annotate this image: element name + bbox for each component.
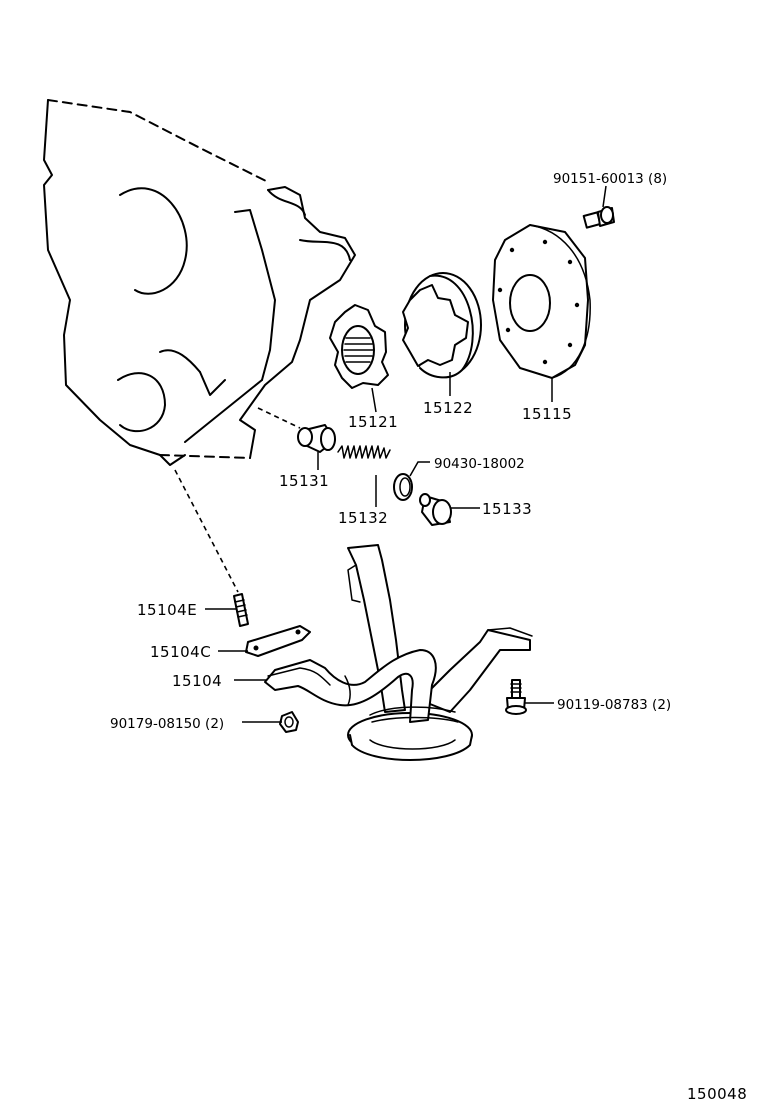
driven-rotor <box>402 272 482 379</box>
label-15131: 15131 <box>279 472 329 490</box>
cover-bolt-holes <box>497 239 580 365</box>
engine-cover-outline <box>43 99 356 466</box>
label-15104: 15104 <box>172 672 222 690</box>
cover-screw <box>582 206 615 229</box>
label-90179-08150: 90179-08150 (2) <box>110 716 224 732</box>
label-15133: 15133 <box>482 500 532 518</box>
label-15104C: 15104C <box>150 643 211 661</box>
label-15121: 15121 <box>348 413 398 431</box>
leader-lines <box>205 185 607 723</box>
stud-bolt <box>233 593 249 627</box>
drive-rotor <box>329 304 389 389</box>
gasket-ring <box>393 473 413 501</box>
label-15115: 15115 <box>522 405 572 423</box>
label-15122: 15122 <box>423 399 473 417</box>
label-90430-18002: 90430-18002 <box>434 456 525 472</box>
bracket-bolt <box>505 679 527 715</box>
pump-cover-plate <box>492 224 591 379</box>
label-15132: 15132 <box>338 509 388 527</box>
strainer-gasket <box>245 625 311 657</box>
relief-alignment-line <box>257 407 301 429</box>
relief-valve <box>297 424 336 453</box>
label-90119-08783: 90119-08783 (2) <box>557 697 671 713</box>
relief-spring <box>337 445 391 459</box>
stud-alignment-line <box>174 469 239 593</box>
oil-strainer <box>264 544 533 761</box>
relief-plug <box>419 493 452 526</box>
diagram-code: 150048 <box>687 1085 747 1103</box>
strainer-nut <box>279 711 299 733</box>
label-15104E: 15104E <box>137 601 197 619</box>
label-90151-60013: 90151-60013 (8) <box>553 171 667 187</box>
